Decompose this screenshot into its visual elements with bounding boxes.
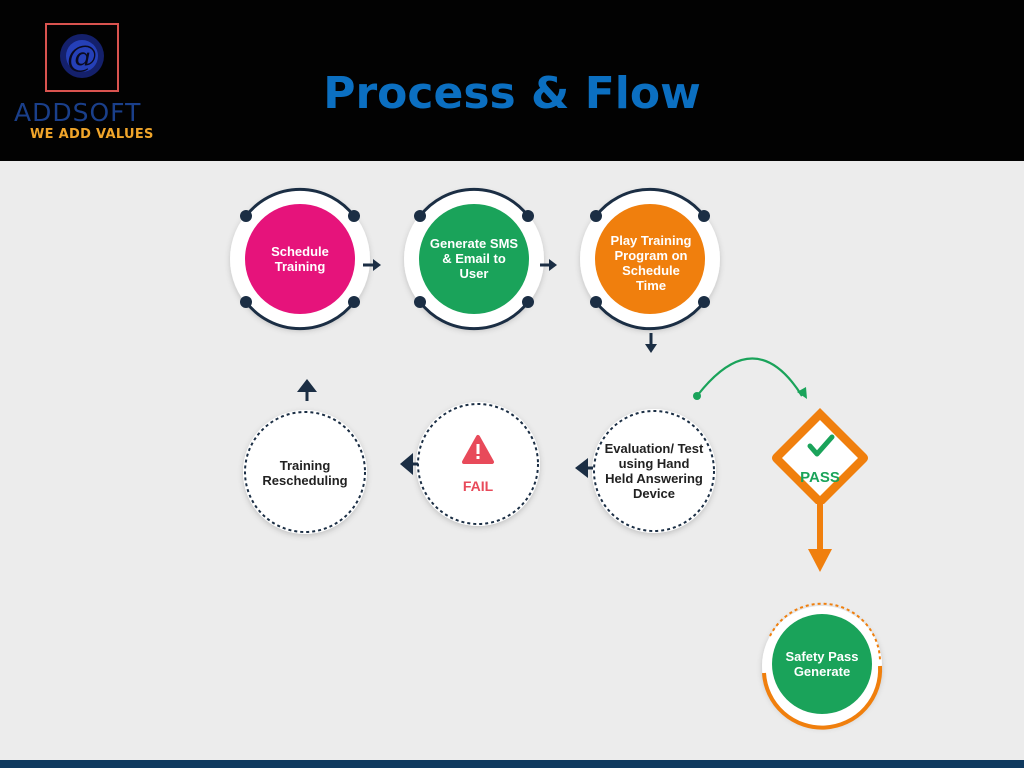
step-evaluation[interactable] [592, 409, 716, 533]
generate-sms-email-label: Generate SMS & Email to User [429, 236, 519, 281]
logo-frame: @ [45, 23, 119, 92]
arrow-right-icon [540, 259, 557, 271]
addsoft-logo[interactable]: @ ADDSOFT WE ADD VALUES [12, 20, 162, 150]
brand-tagline: WE ADD VALUES [30, 127, 154, 142]
safety-pass-generate-label: Safety Pass Generate [785, 649, 859, 679]
step-fail[interactable] [416, 402, 540, 526]
play-training-program-label: Play Training Program on Schedule Time [610, 233, 692, 293]
arrow-left-icon [400, 453, 418, 475]
step-generate-sms-email[interactable] [404, 187, 544, 331]
brand-name: ADDSOFT [14, 98, 142, 127]
header: @ ADDSOFT WE ADD VALUES Process & Flow [0, 0, 1024, 161]
footer-bar [0, 760, 1024, 768]
process-flow-diagram: Schedule Training Generate SMS & Email t… [0, 161, 1024, 761]
step-training-rescheduling[interactable] [243, 410, 367, 534]
step-schedule-training[interactable] [230, 187, 370, 331]
arrow-right-icon [363, 259, 381, 271]
check-icon [807, 434, 835, 457]
step-pass[interactable] [772, 408, 868, 572]
arrow-down-icon [645, 333, 657, 353]
flow-graphics [230, 187, 883, 730]
arrow-up-icon [297, 379, 317, 401]
svg-text:@: @ [67, 40, 97, 75]
arrow-left-icon [575, 458, 593, 478]
at-sign-logo-icon: @ [60, 34, 104, 78]
warning-triangle-icon [462, 435, 494, 464]
page-title: Process & Flow [323, 68, 701, 119]
fail-label: FAIL [462, 477, 494, 494]
evaluation-label: Evaluation/ Test using Hand Held Answeri… [604, 441, 704, 501]
schedule-training-label: Schedule Training [271, 243, 329, 274]
step-play-training-program[interactable] [580, 187, 720, 331]
step-safety-pass-generate[interactable] [762, 602, 883, 730]
training-rescheduling-label: Training Rescheduling [262, 458, 348, 488]
pass-label: PASS [800, 468, 840, 486]
curved-arrow-icon [693, 357, 807, 400]
